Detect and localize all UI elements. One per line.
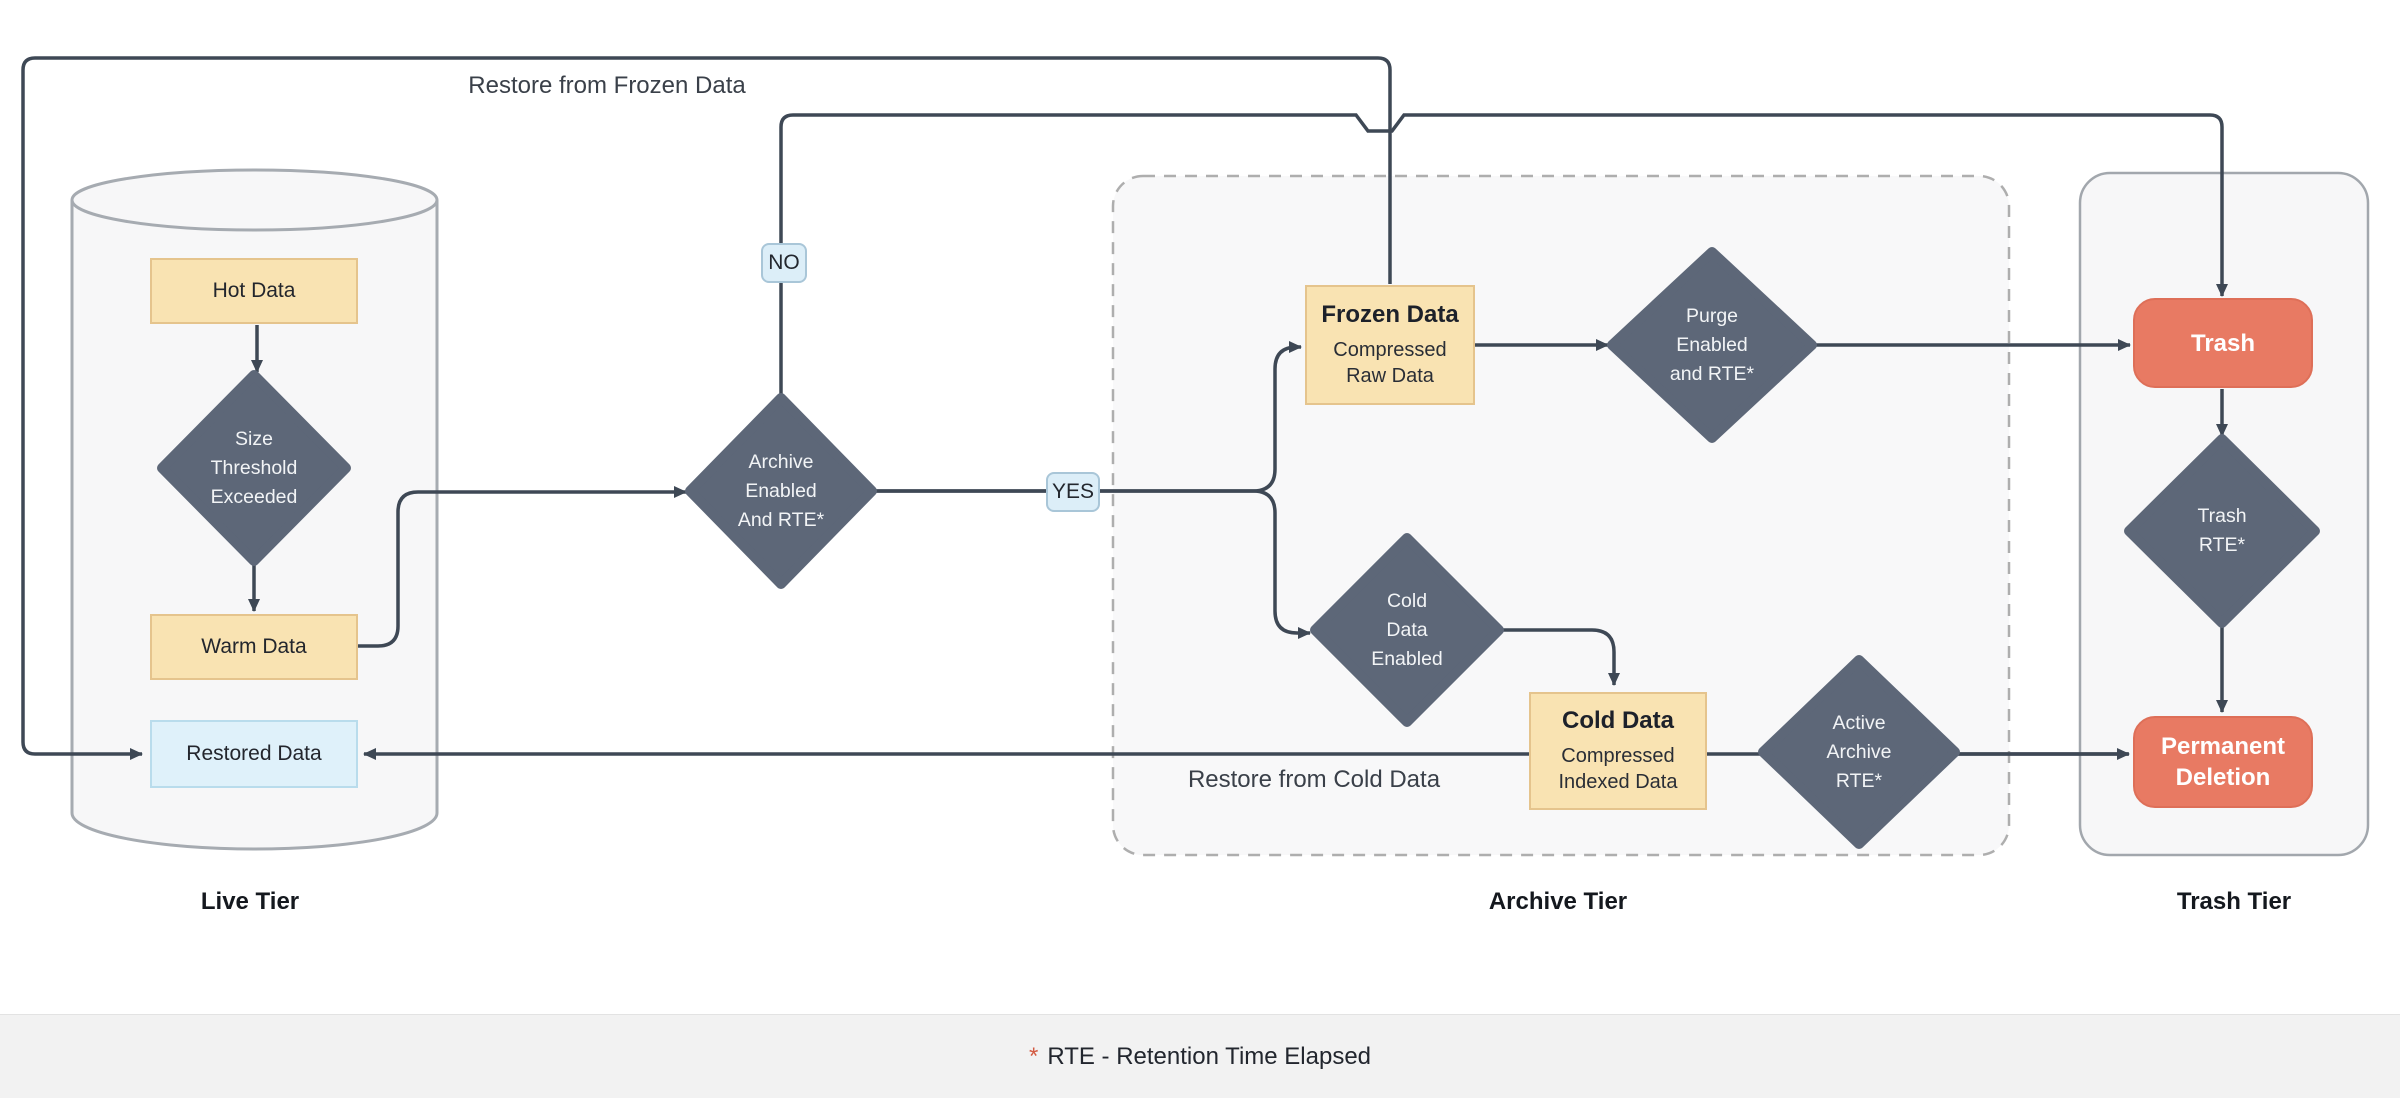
hot-data-node: Hot Data	[150, 258, 358, 324]
size-threshold-diamond-label: Size Threshold Exceeded	[169, 425, 339, 512]
frozen-data-node: Frozen Data Compressed Raw Data	[1305, 285, 1475, 405]
edge-warm-to-archive-decision	[358, 486, 687, 648]
trash-node: Trash	[2133, 298, 2313, 388]
cold-data-subtitle-line2: Indexed Data	[1558, 771, 1678, 793]
diamond-label-line: And RTE*	[737, 509, 825, 531]
diamond-label-line: and RTE*	[1669, 363, 1755, 385]
diamond-label-line: Trash	[2197, 505, 2247, 527]
active-archive-diamond	[1758, 655, 1960, 849]
diamond-label-line: RTE*	[1835, 770, 1883, 792]
cold-data-node: Cold Data Compressed Indexed Data	[1529, 692, 1707, 810]
footer-note-bar: * RTE - Retention Time Elapsed	[0, 1014, 2400, 1098]
trash-rte-diamond-label: Trash RTE*	[2137, 502, 2307, 560]
warm-data-label: Warm Data	[201, 635, 307, 658]
edge-yes-to-frozen	[872, 341, 1302, 493]
live-tier-cylinder-top	[70, 168, 439, 232]
restored-data-node: Restored Data	[150, 720, 358, 788]
diamond-label-line: Cold	[1386, 590, 1428, 612]
cold-data-enabled-diamond	[1310, 533, 1504, 727]
edge-yes-to-cold-enabled	[872, 489, 1311, 639]
diamond-label-line: RTE*	[2198, 534, 2246, 556]
cold-data-enabled-diamond-label: Cold Data Enabled	[1322, 587, 1492, 674]
diamond-label-line: Purge	[1685, 305, 1739, 327]
cold-data-subtitle-line1: Compressed	[1561, 745, 1675, 767]
edge-cold-enabled-to-cold-data	[1499, 628, 1620, 686]
trash-label: Trash	[2190, 329, 2256, 357]
frozen-data-subtitle-line1: Compressed	[1333, 339, 1447, 361]
no-edge-label: NO	[761, 243, 807, 283]
diamond-label-line: Enabled	[1371, 648, 1443, 670]
restored-data-label: Restored Data	[186, 742, 322, 765]
hot-data-label: Hot Data	[212, 279, 296, 302]
size-threshold-diamond	[157, 370, 351, 566]
cold-data-title: Cold Data	[1561, 707, 1674, 734]
diamond-label-line: Enabled	[1676, 334, 1748, 356]
diamond-label-line: Data	[1386, 619, 1428, 641]
diamond-label-line: Archive	[1826, 741, 1892, 763]
archive-enabled-diamond-label: Archive Enabled And RTE*	[696, 448, 866, 535]
restore-from-frozen-label: Restore from Frozen Data	[468, 72, 746, 99]
permanent-deletion-label: Permanent Deletion	[2160, 733, 2286, 791]
permanent-deletion-node: Permanent Deletion	[2133, 716, 2313, 808]
footer-asterisk: *	[1028, 1043, 1039, 1070]
purge-enabled-diamond-label: Purge Enabled and RTE*	[1627, 302, 1797, 389]
live-tier-label: Live Tier	[200, 888, 300, 915]
diamond-label-line: Archive	[748, 451, 814, 473]
purge-enabled-diamond	[1607, 247, 1817, 443]
yes-edge-label: YES	[1046, 472, 1100, 512]
diamond-label-line: Enabled	[745, 480, 817, 502]
archive-enabled-diamond	[685, 393, 877, 589]
trash-tier-label: Trash Tier	[2176, 888, 2292, 915]
diamond-label-line: Active	[1832, 712, 1886, 734]
active-archive-diamond-label: Active Archive RTE*	[1774, 709, 1944, 796]
restore-from-cold-label: Restore from Cold Data	[1187, 766, 1441, 793]
diamond-label-line: Exceeded	[210, 486, 298, 508]
diamond-label-line: Size	[235, 428, 273, 450]
archive-tier-label: Archive Tier	[1488, 888, 1628, 915]
edge-no-to-trash	[779, 113, 2228, 398]
frozen-data-title: Frozen Data	[1321, 301, 1459, 328]
frozen-data-subtitle-line2: Raw Data	[1346, 365, 1434, 387]
footer-note-text: RTE - Retention Time Elapsed	[1047, 1043, 1372, 1070]
edge-restore-from-frozen	[21, 56, 1392, 760]
warm-data-node: Warm Data	[150, 614, 358, 680]
trash-rte-diamond	[2124, 434, 2320, 628]
diamond-label-line: Threshold	[210, 457, 298, 479]
